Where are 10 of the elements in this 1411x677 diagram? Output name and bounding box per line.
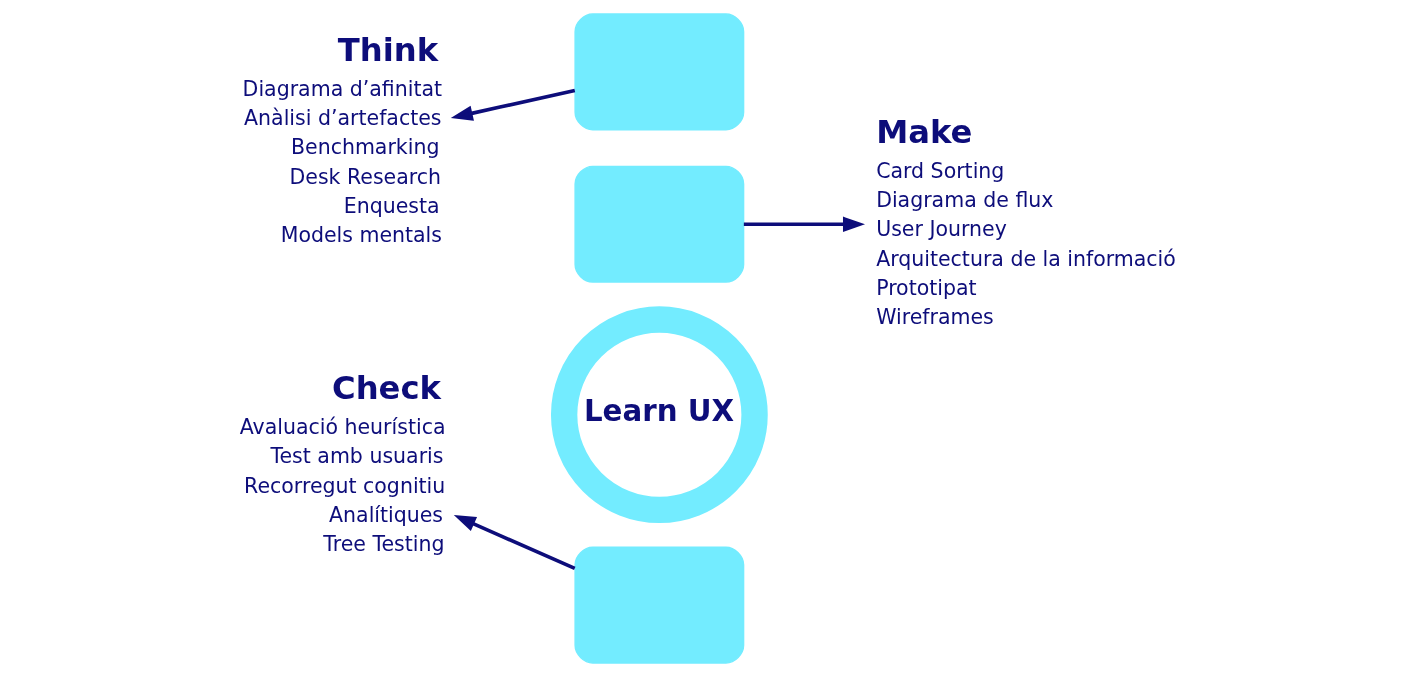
- node-box: [574, 165, 745, 283]
- node-text: Think Diagrama d’afinitat Anàlisi d’artefactes Benchmarking Desk Research Enquesta Models mentals: [242, 31, 443, 248]
- node-box: [574, 13, 745, 131]
- arrow: [453, 515, 576, 571]
- node-text: Check Avaluació heurística Test amb usuaris Recorregut cognitiu Analítiques Tree Testing: [239, 369, 446, 557]
- arrow: [450, 88, 576, 121]
- node-text: Make Card Sorting Diagrama de flux User Journey Arquitectura de la informació Prototipat Wireframes: [876, 113, 1176, 330]
- arrow: [743, 216, 865, 232]
- node-box: [574, 546, 745, 664]
- node-circle: Learn UX: [550, 306, 768, 524]
